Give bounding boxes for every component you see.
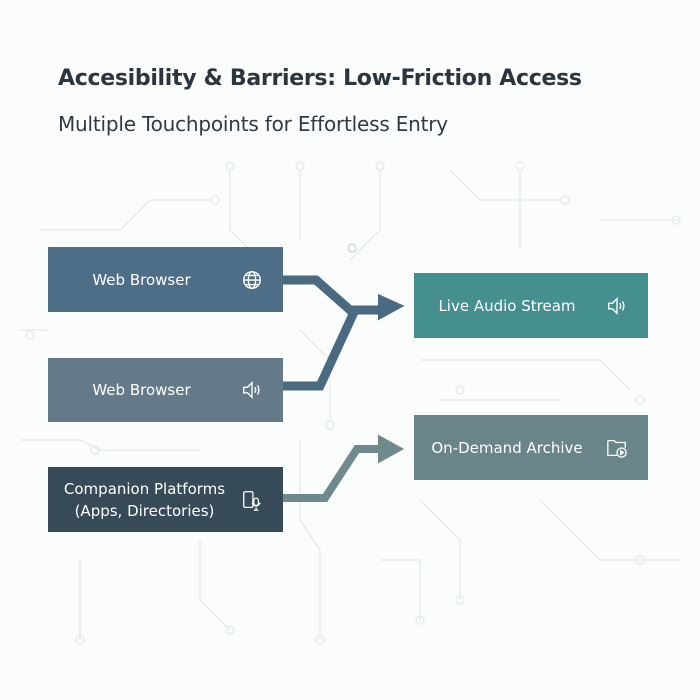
source-web-browser-audio[interactable]: Web Browser — [48, 358, 283, 422]
phone-mic-icon — [235, 489, 269, 511]
arrow-companion — [283, 445, 385, 502]
source-label-line2: (Apps, Directories) — [74, 501, 215, 520]
folder-play-icon — [600, 437, 634, 459]
arrow-web-browser-1 — [283, 275, 385, 315]
source-label-line1: Companion Platforms — [63, 479, 226, 498]
source-label: Web Browser — [92, 381, 191, 399]
destination-label: On-Demand Archive — [431, 438, 583, 457]
globe-icon — [235, 269, 269, 291]
speaker-icon — [235, 379, 269, 401]
destination-label: Live Audio Stream — [438, 296, 576, 315]
arrowhead-archive — [378, 434, 405, 464]
speaker-icon — [600, 295, 634, 317]
source-web-browser-globe[interactable]: Web Browser — [48, 247, 283, 312]
page-subtitle: Multiple Touchpoints for Effortless Entr… — [58, 112, 448, 136]
arrowhead-live — [378, 293, 405, 321]
source-companion-platforms[interactable]: Companion Platforms (Apps, Directories) — [48, 467, 283, 532]
source-label: Web Browser — [92, 270, 191, 289]
destination-live-audio-stream[interactable]: Live Audio Stream — [414, 273, 648, 338]
destination-on-demand-archive[interactable]: On-Demand Archive — [414, 415, 648, 480]
page-title: Accesibility & Barriers: Low-Friction Ac… — [58, 66, 582, 91]
arrow-web-browser-2 — [283, 308, 360, 391]
